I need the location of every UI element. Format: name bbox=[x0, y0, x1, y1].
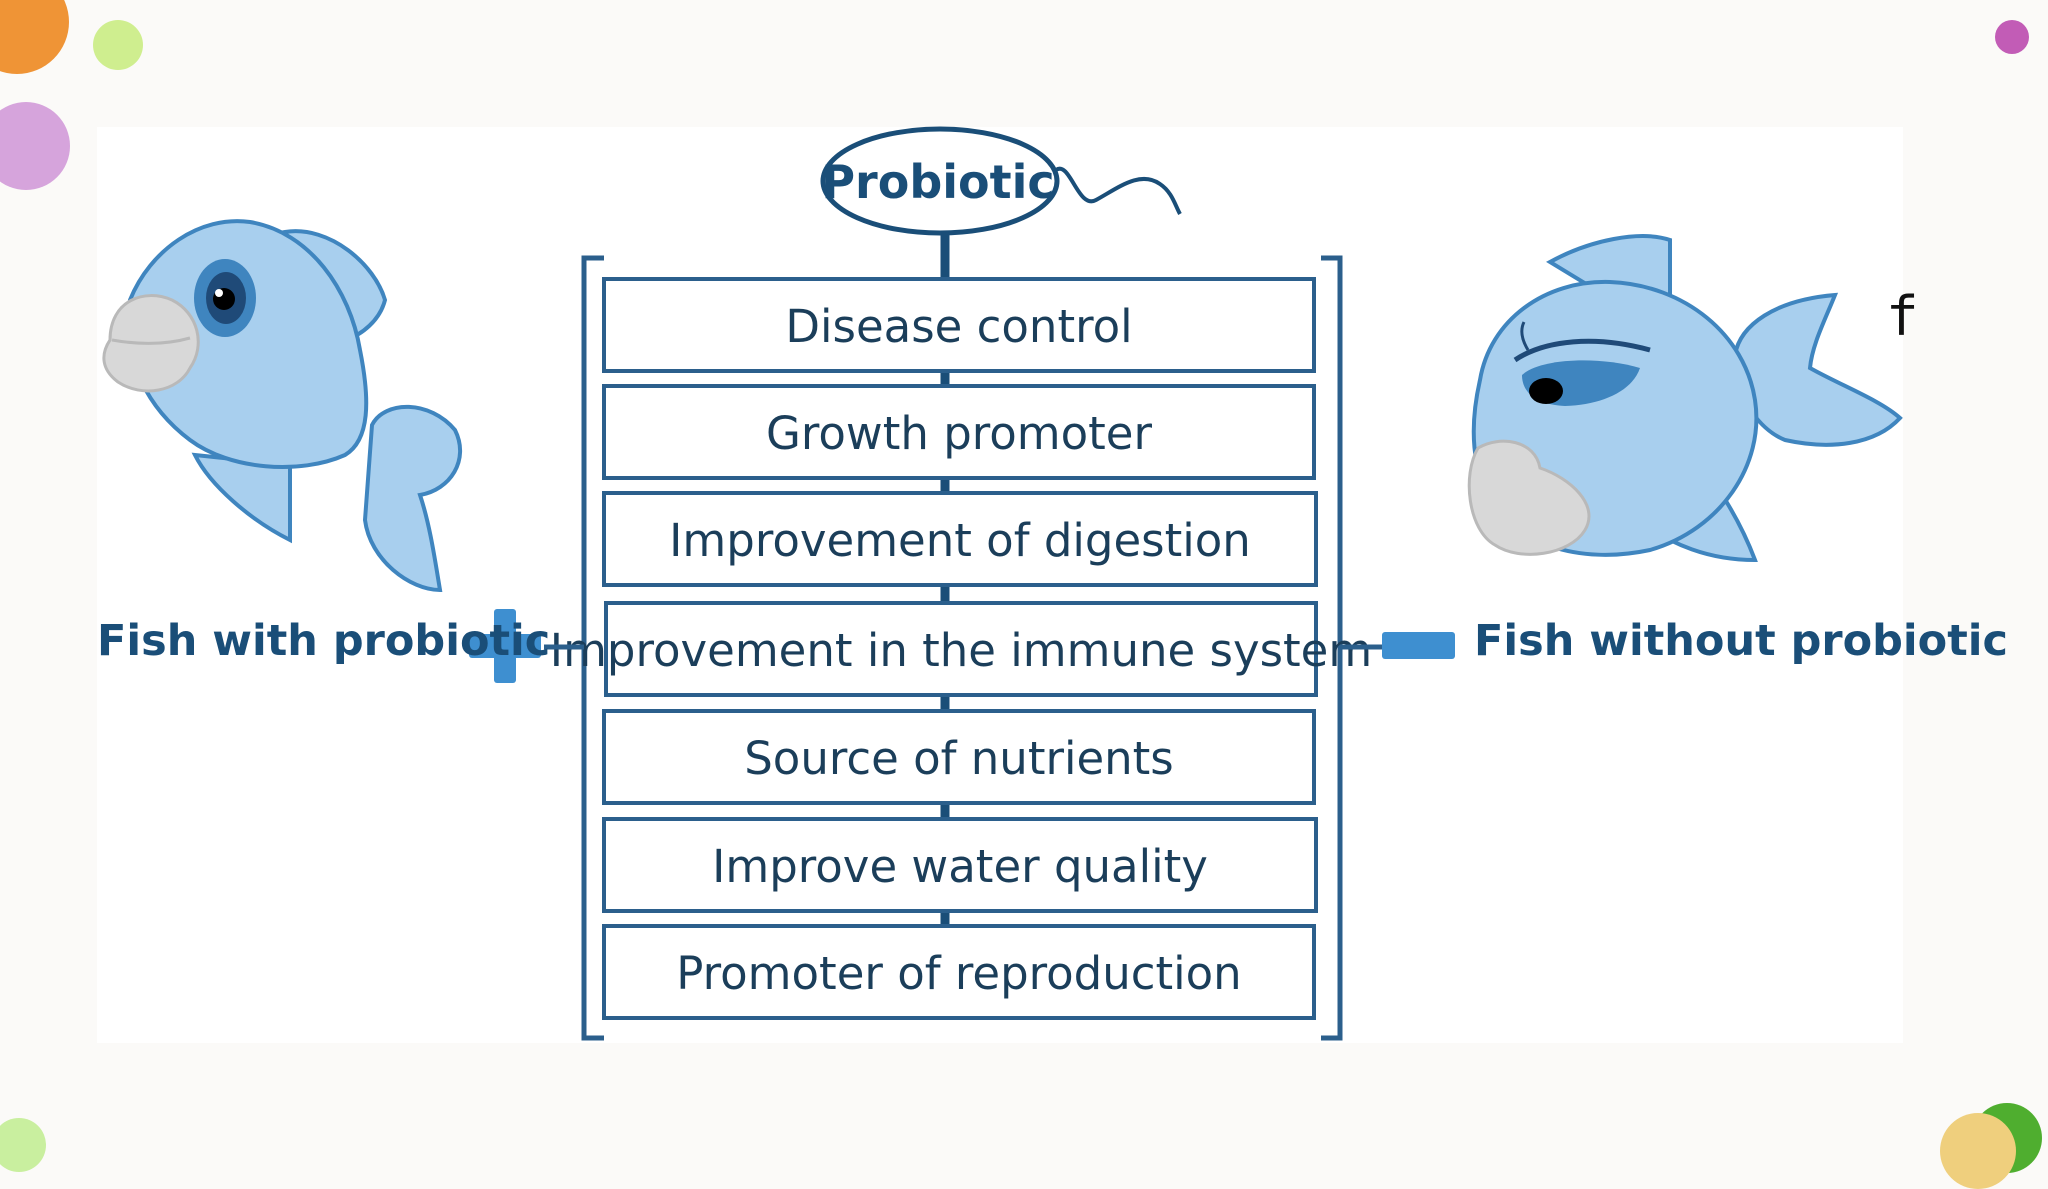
plus-icon bbox=[469, 609, 541, 683]
probiotic-diagram: Probiotic Disease control Growth promote… bbox=[97, 126, 2008, 1041]
benefit-label: Improve water quality bbox=[712, 840, 1208, 893]
stray-glyph: f bbox=[1886, 285, 1919, 348]
benefit-label: Promoter of reproduction bbox=[676, 947, 1241, 1000]
diagram-title: Probiotic bbox=[821, 155, 1054, 209]
benefit-box: Improve water quality bbox=[602, 817, 1318, 913]
happy-fish-icon bbox=[102, 219, 462, 593]
left-label: Fish with probiotic bbox=[97, 616, 550, 666]
benefit-box: Improvement of digestion bbox=[602, 491, 1318, 587]
benefit-label: Improvement of digestion bbox=[669, 514, 1251, 567]
probiotic-tail bbox=[1054, 166, 1182, 215]
benefit-box: Growth promoter bbox=[602, 384, 1316, 480]
corner-dot-pink bbox=[0, 102, 70, 190]
benefit-box: Promoter of reproduction bbox=[602, 924, 1316, 1020]
benefit-box: Source of nutrients bbox=[602, 709, 1316, 805]
right-label: Fish without probiotic bbox=[1474, 616, 2008, 666]
minus-icon bbox=[1382, 632, 1455, 659]
benefit-label: Disease control bbox=[785, 300, 1132, 353]
benefit-label: Growth promoter bbox=[766, 407, 1152, 460]
probiotic-ellipse bbox=[820, 126, 1060, 236]
benefit-label: Source of nutrients bbox=[744, 732, 1174, 785]
sad-fish-icon bbox=[1467, 234, 1903, 563]
corner-dot-magenta bbox=[1995, 20, 2029, 54]
benefit-label: Improvement in the immune system bbox=[550, 624, 1372, 677]
benefit-box: Improvement in the immune system bbox=[550, 601, 1372, 697]
benefit-box: Disease control bbox=[602, 277, 1316, 373]
corner-dot-lime bbox=[93, 20, 143, 70]
